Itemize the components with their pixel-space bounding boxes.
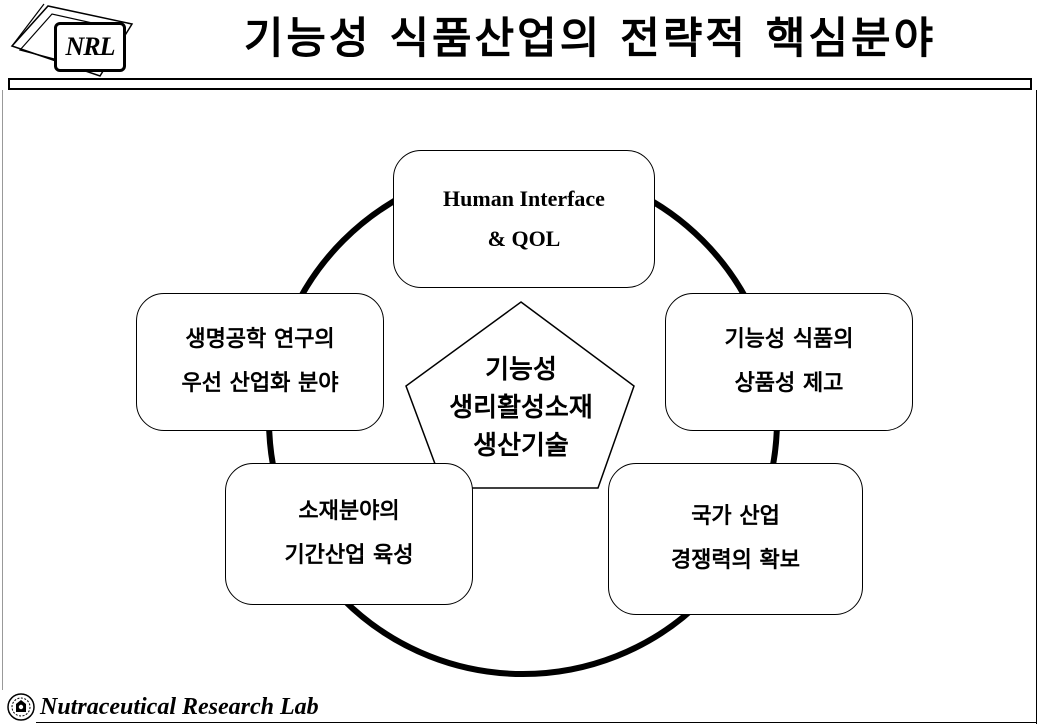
node-text-line: 기간산업 육성 [284, 543, 414, 568]
university-seal-icon [7, 693, 35, 721]
center-label-line: 생리활성소재 [449, 393, 593, 423]
title-divider-bar [8, 78, 1032, 90]
node-text-line: 생명공학 연구의 [185, 327, 335, 352]
node-human-interface: Human Interface & QOL [393, 150, 655, 288]
node-national-competitiveness: 국가 산업 경쟁력의 확보 [608, 463, 863, 615]
center-label-line: 기능성 [485, 355, 557, 385]
node-material-industry: 소재분야의 기간산업 육성 [225, 463, 473, 605]
footer-rule [36, 722, 1036, 723]
node-text-line: 상품성 제고 [734, 371, 844, 396]
node-text-line: Human Interface [443, 186, 605, 211]
node-text-line: 국가 산업 [691, 504, 780, 529]
logo-badge: NRL [54, 22, 126, 72]
node-biotech-industrialization: 생명공학 연구의 우선 산업화 분야 [136, 293, 384, 431]
page-title: 기능성 식품산업의 전략적 핵심분야 [243, 14, 937, 64]
center-pentagon [405, 301, 635, 489]
center-label: 기능성 생리활성소재 생산기술 [424, 328, 618, 488]
node-text-line: 경쟁력의 확보 [670, 548, 801, 573]
node-text-line: 소재분야의 [298, 499, 400, 524]
logo: NRL [4, 2, 144, 80]
node-text-line: & QOL [487, 226, 561, 251]
frame-left-edge [2, 90, 3, 690]
node-product-value: 기능성 식품의 상품성 제고 [665, 293, 913, 431]
footer-lab-name: Nutraceutical Research Lab [40, 694, 319, 720]
center-label-line: 생산기술 [473, 431, 569, 461]
node-text-line: 기능성 식품의 [724, 327, 854, 352]
frame-right-edge [1036, 90, 1037, 724]
node-text-line: 우선 산업화 분야 [181, 371, 339, 396]
